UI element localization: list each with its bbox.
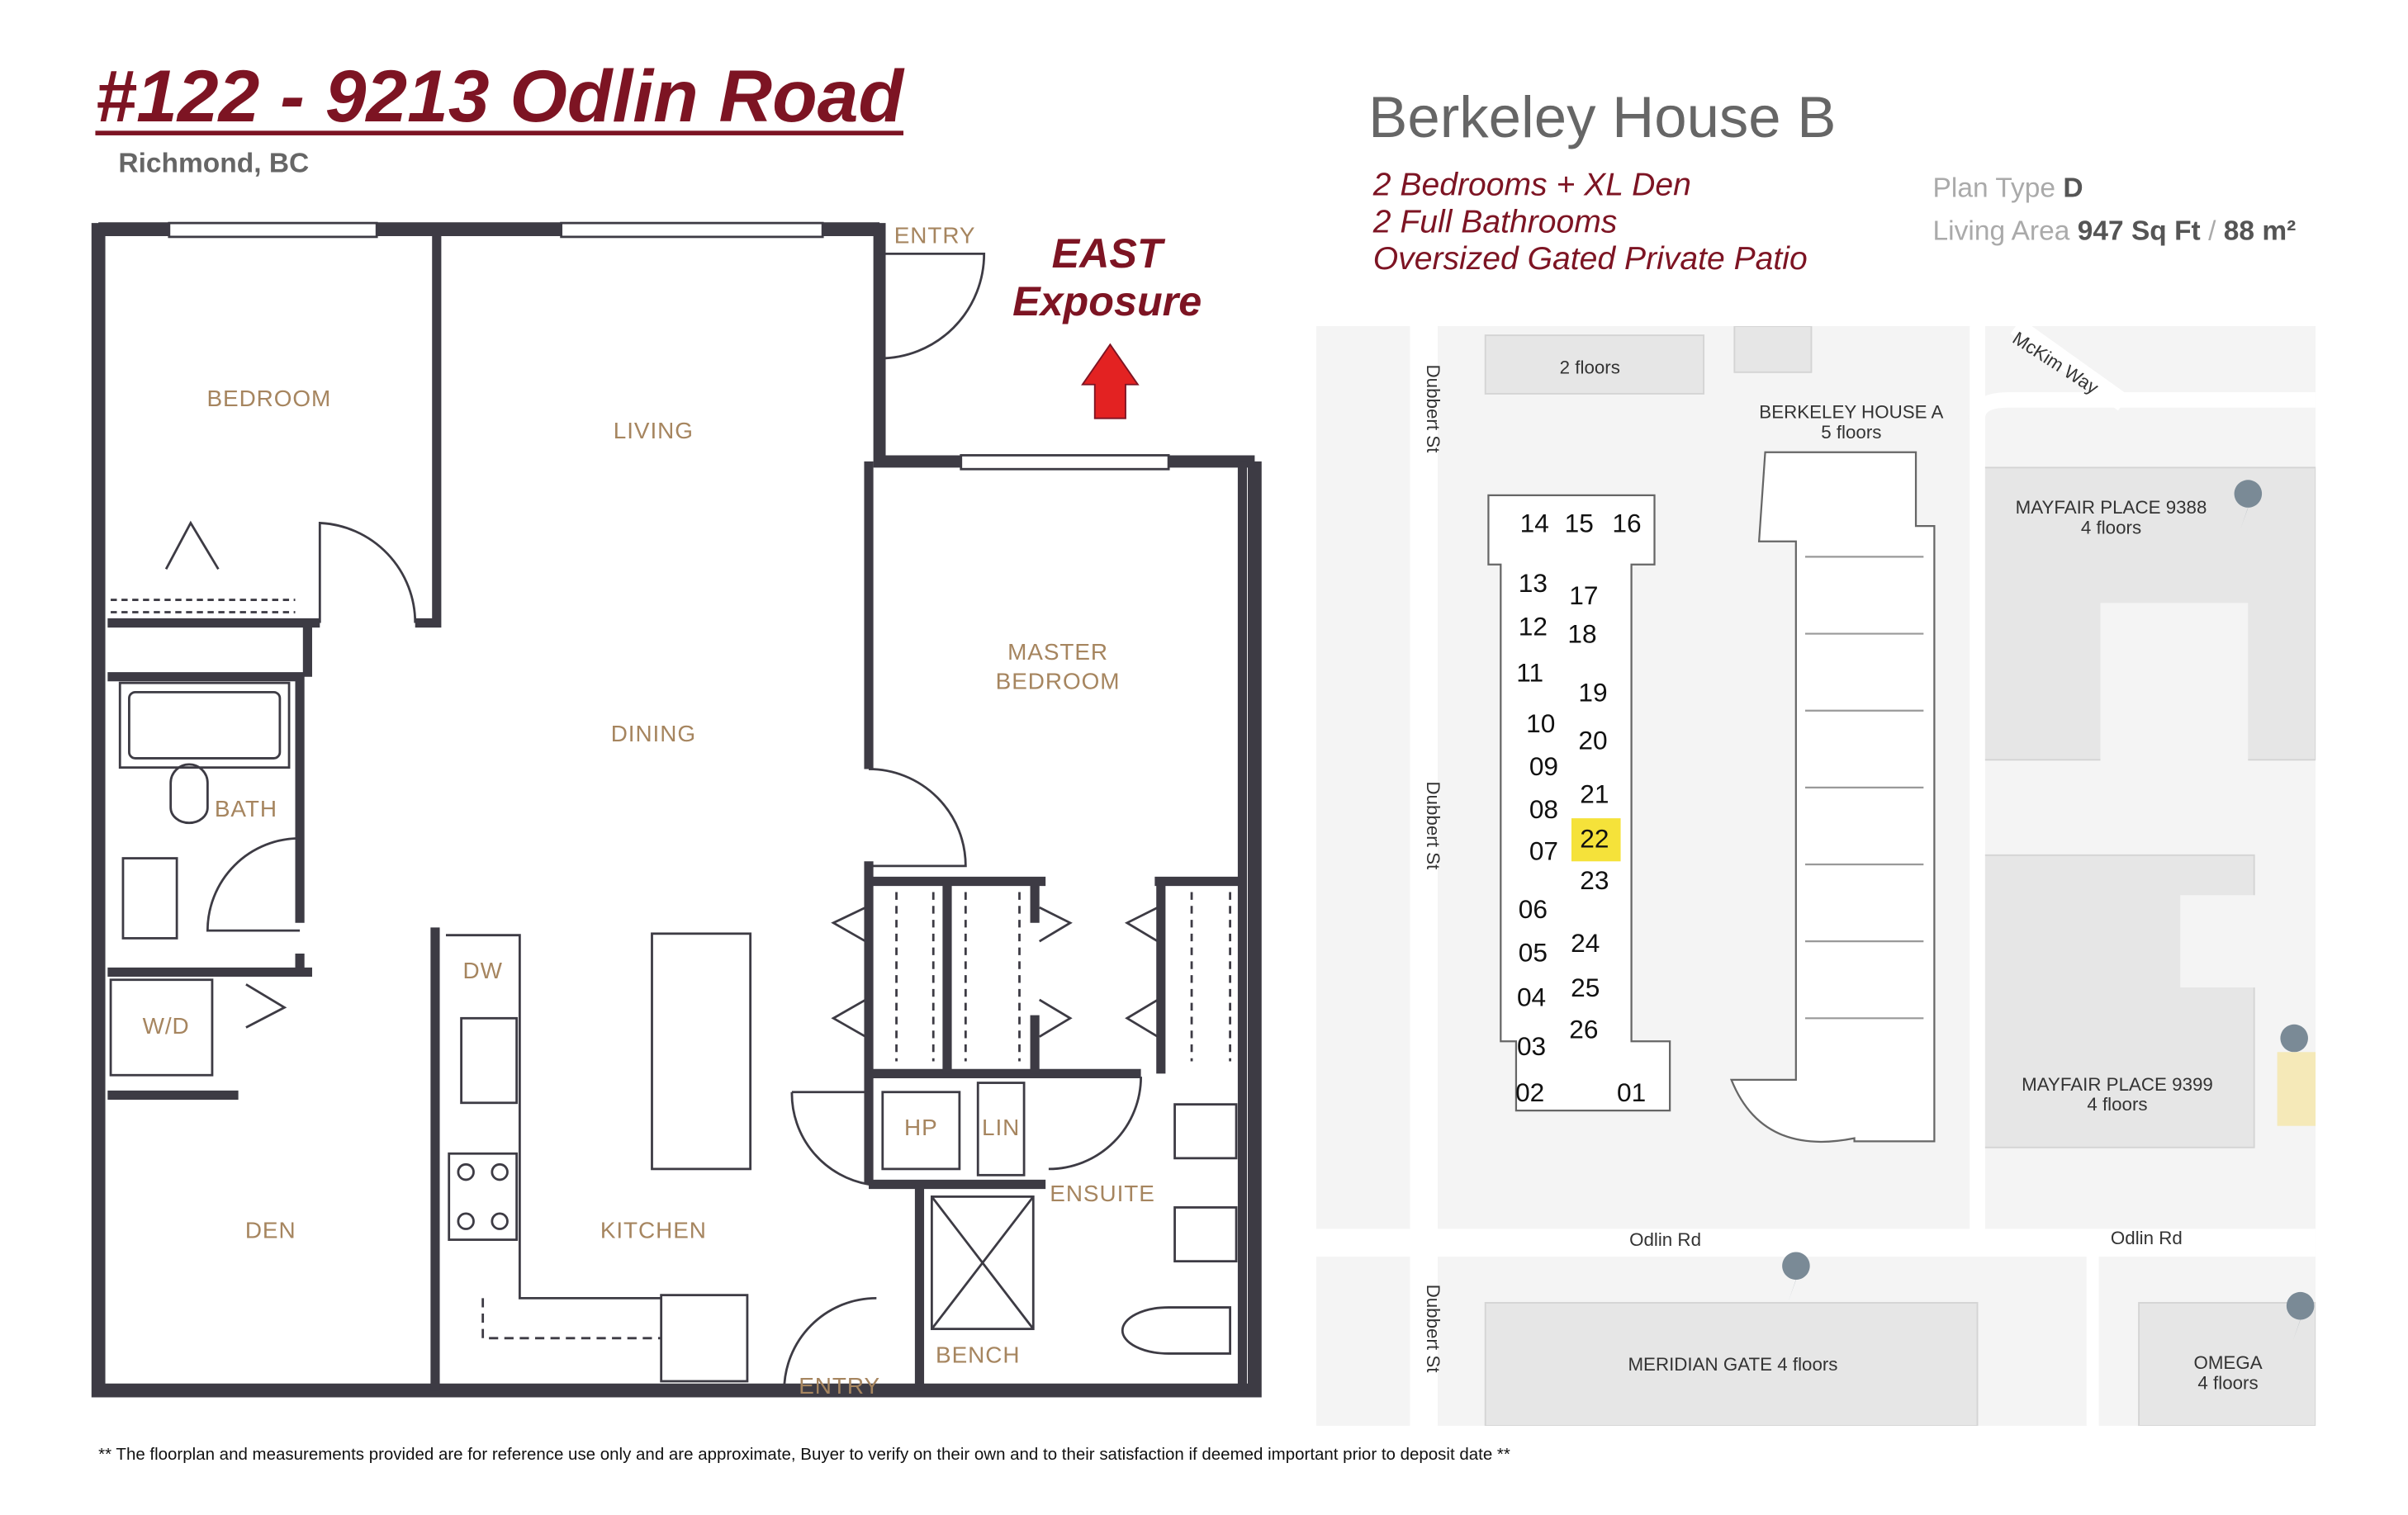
plan-type-label: Plan Type: [1932, 172, 2055, 203]
label-meridian: MERIDIAN GATE 4 floors: [1628, 1354, 1837, 1375]
unit-11: 11: [1516, 657, 1543, 687]
room-hp: HP: [904, 1115, 938, 1140]
unit-16: 16: [1612, 509, 1641, 538]
unit-numbers: 14 15 16 13 17 12 18 11 19 10 20 09 21 0…: [1515, 509, 1646, 1107]
unit-06: 06: [1519, 894, 1548, 924]
label-mp9388-name: MAYFAIR PLACE 9388: [2016, 497, 2207, 518]
exposure-label: EAST Exposure: [984, 230, 1230, 326]
unit-25: 25: [1571, 973, 1600, 1002]
unit-13: 13: [1519, 568, 1548, 598]
street-dubbert-2: Dubbert St: [1423, 781, 1443, 870]
unit-10: 10: [1526, 708, 1555, 738]
room-den: DEN: [245, 1218, 296, 1243]
living-area-sqft: 947 Sq Ft: [2077, 215, 2201, 247]
door-swings: [206, 252, 1143, 1391]
living-area-sep: /: [2208, 215, 2216, 247]
exposure-line1: EAST: [1051, 230, 1163, 277]
listing-city: Richmond, BC: [118, 147, 310, 179]
feature-bathrooms: 2 Full Bathrooms: [1372, 204, 1618, 240]
unit-15: 15: [1565, 509, 1594, 538]
room-kitchen: KITCHEN: [600, 1218, 707, 1243]
listing-title: #122 - 9213 Odlin Road: [95, 56, 904, 139]
pin-mayfair-9388: [2234, 480, 2263, 529]
unit-22: 22: [1580, 824, 1609, 854]
room-master-line1: MASTER: [1007, 639, 1108, 665]
pin-omega: [2286, 1291, 2315, 1342]
street-dubbert-3: Dubbert St: [1423, 1285, 1443, 1374]
unit-03: 03: [1517, 1031, 1546, 1061]
street-odlin-1: Odlin Rd: [1629, 1229, 1701, 1250]
unit-14: 14: [1520, 509, 1549, 538]
pin-mayfair-9399: [2280, 1024, 2308, 1074]
feature-patio: Oversized Gated Private Patio: [1372, 241, 1808, 277]
room-bath: BATH: [215, 796, 277, 821]
site-map: 14 15 16 13 17 12 18 11 19 10 20 09 21 0…: [1315, 325, 2316, 1427]
entry-bottom: ENTRY: [799, 1373, 880, 1399]
unit-08: 08: [1529, 794, 1558, 824]
label-bha-floors: 5 floors: [1821, 422, 1881, 443]
plan-type: Plan Type D: [1933, 173, 2083, 205]
exposure-line2: Exposure: [1012, 278, 1202, 325]
label-omega-name: OMEGA: [2193, 1352, 2262, 1373]
plan-type-value: D: [2063, 172, 2083, 203]
fixtures: [109, 520, 1238, 1383]
entry-top: ENTRY: [894, 222, 976, 248]
living-area: Living Area 947 Sq Ft / 88 m²: [1933, 215, 2297, 248]
pin-meridian-gate: [1782, 1252, 1810, 1302]
unit-02: 02: [1515, 1077, 1544, 1107]
highlighted-unit-fill: [1571, 818, 1621, 862]
disclaimer: ** The floorplan and measurements provid…: [98, 1446, 1510, 1465]
map-yellow-parcel: [2277, 1052, 2316, 1126]
unit-05: 05: [1519, 937, 1548, 967]
room-dining: DINING: [611, 721, 696, 746]
feature-bedrooms: 2 Bedrooms + XL Den: [1372, 168, 1691, 203]
unit-26: 26: [1569, 1015, 1598, 1044]
label-omega-floors: 4 floors: [2197, 1372, 2258, 1393]
room-master-line2: BEDROOM: [996, 669, 1121, 694]
interior-walls: [107, 230, 1248, 1391]
unit-20: 20: [1578, 725, 1607, 755]
map-roads: [1315, 325, 2316, 1427]
unit-01: 01: [1617, 1077, 1646, 1107]
living-area-m2: 88 m²: [2223, 215, 2297, 247]
unit-07: 07: [1529, 836, 1558, 865]
building-name: Berkeley House B: [1368, 86, 1837, 151]
label-mp9388-floors: 4 floors: [2081, 517, 2141, 537]
unit-04: 04: [1517, 982, 1546, 1011]
label-mp9399-name: MAYFAIR PLACE 9399: [2022, 1074, 2213, 1095]
room-bedroom: BEDROOM: [206, 386, 331, 411]
room-ensuite: ENSUITE: [1050, 1181, 1155, 1206]
map-pins: [1782, 480, 2315, 1342]
map-blocks: [1484, 325, 2316, 1427]
berkeley-house-a: [1729, 451, 1936, 1143]
unit-09: 09: [1529, 751, 1558, 781]
room-bench: BENCH: [936, 1342, 1020, 1368]
unit-17: 17: [1569, 580, 1598, 610]
street-odlin-2: Odlin Rd: [2111, 1228, 2183, 1248]
label-bha-name: BERKELEY HOUSE A: [1759, 402, 1943, 423]
unit-24: 24: [1571, 928, 1600, 958]
unit-21: 21: [1580, 779, 1609, 808]
toilet-bath: [169, 763, 209, 825]
room-dw: DW: [462, 958, 502, 983]
berkeley-house-b: [1487, 494, 1671, 1112]
label-two-floors: 2 floors: [1560, 357, 1620, 378]
floor-plan: BEDROOM LIVING DINING MASTER BEDROOM BAT…: [91, 221, 1262, 1399]
windows: [168, 221, 1170, 471]
unit-23: 23: [1580, 865, 1609, 895]
exposure-arrow: [1081, 343, 1140, 419]
toilet-ensuite: [1121, 1306, 1231, 1355]
room-lin: LIN: [982, 1115, 1020, 1140]
room-wd: W/D: [143, 1013, 190, 1039]
room-living: LIVING: [614, 418, 694, 443]
unit-12: 12: [1519, 611, 1548, 641]
label-mp9399-floors: 4 floors: [2087, 1094, 2147, 1115]
living-area-label: Living Area: [1932, 215, 2070, 247]
street-dubbert-1: Dubbert St: [1423, 365, 1443, 454]
unit-18: 18: [1567, 619, 1596, 649]
unit-19: 19: [1578, 678, 1607, 708]
